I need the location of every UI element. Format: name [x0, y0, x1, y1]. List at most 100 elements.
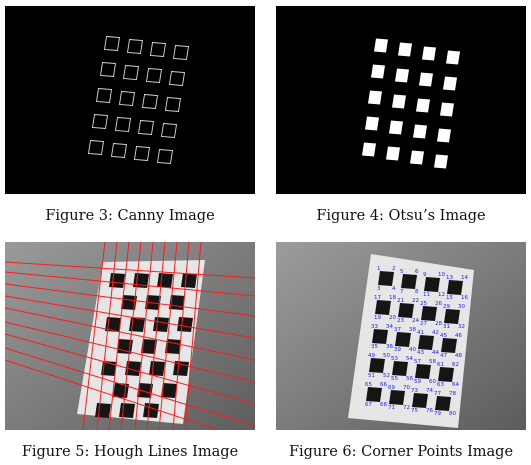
hough-black-square — [157, 273, 173, 288]
hough-black-square — [177, 317, 193, 332]
canny-square-edge — [145, 68, 163, 83]
hough-black-square — [181, 273, 197, 288]
canny-square-edge — [168, 71, 186, 86]
corner-point-label: 68 — [380, 402, 387, 408]
hough-line — [5, 271, 255, 297]
corner-point-label: 15 — [446, 295, 453, 301]
corner-black-square — [366, 387, 382, 402]
corner-point-label: 69 — [388, 385, 395, 391]
hough-line — [5, 261, 255, 279]
figure-hough-image — [5, 242, 255, 430]
hough-lines-image — [5, 242, 255, 430]
hough-black-square — [149, 361, 165, 376]
otsu-white-square — [437, 128, 451, 143]
corner-black-square — [438, 367, 454, 382]
corner-black-square — [435, 396, 451, 411]
corner-point-label: 52 — [383, 373, 390, 379]
corner-point-label: 53 — [391, 356, 398, 362]
canny-square-edge — [110, 143, 128, 158]
hough-black-square — [153, 317, 169, 332]
corner-point-label: 65 — [365, 382, 372, 388]
corner-black-square — [444, 309, 460, 324]
corner-point-label: 63 — [437, 382, 444, 388]
corner-point-label: 28 — [435, 321, 442, 327]
corner-point-label: 41 — [417, 330, 424, 336]
hough-black-square — [119, 403, 135, 418]
otsu-white-square — [365, 116, 379, 131]
canny-edge-image — [5, 6, 255, 194]
corner-point-label: 80 — [449, 411, 456, 417]
corner-point-label: 18 — [389, 295, 396, 301]
hough-line — [146, 242, 166, 430]
corner-point-label: 78 — [449, 391, 456, 397]
corner-black-square — [447, 280, 463, 295]
corner-point-label: 23 — [397, 318, 404, 324]
otsu-white-square — [434, 154, 448, 169]
canny-square-edge — [172, 45, 190, 60]
corner-point-label: 1 — [377, 266, 381, 272]
otsu-white-square — [389, 120, 403, 135]
corner-point-label: 24 — [412, 318, 419, 324]
canny-square-edge — [122, 65, 140, 80]
canny-square-edge — [95, 88, 113, 103]
canny-square-edge — [118, 91, 136, 106]
corner-point-label: 77 — [434, 391, 441, 397]
corner-point-label: 64 — [452, 382, 459, 388]
corner-black-square — [372, 329, 388, 344]
canny-square-edge — [164, 97, 182, 112]
hough-black-square — [121, 295, 137, 310]
hough-line — [5, 347, 255, 427]
corner-point-label: 38 — [409, 327, 416, 333]
corner-point-label: 4 — [392, 286, 396, 292]
otsu-white-square — [416, 98, 430, 113]
canny-square-edge — [126, 39, 144, 54]
otsu-white-square — [362, 142, 376, 157]
otsu-white-square — [395, 68, 409, 83]
otsu-white-square — [398, 42, 412, 57]
corner-point-label: 6 — [415, 269, 419, 275]
corner-point-label: 74 — [426, 388, 433, 394]
hough-line — [5, 307, 255, 361]
corner-point-label: 19 — [374, 315, 381, 321]
corner-point-label: 12 — [438, 292, 445, 298]
corner-paper — [348, 254, 474, 428]
corner-point-label: 60 — [429, 379, 436, 385]
corner-point-label: 45 — [440, 333, 447, 339]
corner-black-square — [369, 358, 385, 373]
corner-point-label: 22 — [412, 298, 419, 304]
hough-black-square — [95, 403, 111, 418]
hough-line — [96, 242, 118, 430]
hough-line — [5, 321, 255, 383]
corner-point-label: 32 — [458, 324, 465, 330]
corner-point-label: 7 — [400, 289, 404, 295]
corner-point-label: 55 — [391, 376, 398, 382]
corner-black-square — [421, 306, 437, 321]
otsu-white-square — [386, 146, 400, 161]
otsu-white-square — [413, 124, 427, 139]
corner-point-label: 5 — [400, 269, 404, 275]
corner-point-label: 72 — [403, 405, 410, 411]
corner-point-label: 40 — [409, 347, 416, 353]
otsu-white-square — [446, 50, 460, 65]
figure-3-caption: Figure 3: Canny Image — [45, 208, 215, 224]
corner-point-label: 67 — [365, 402, 372, 408]
hough-black-square — [161, 383, 177, 398]
corner-black-square — [392, 361, 408, 376]
corner-point-label: 73 — [411, 388, 418, 394]
hough-line — [5, 283, 255, 317]
corner-point-label: 37 — [394, 327, 401, 333]
canny-square-edge — [149, 42, 167, 57]
corner-point-label: 25 — [420, 301, 427, 307]
corner-point-label: 71 — [388, 405, 395, 411]
hough-line — [108, 242, 130, 430]
corner-point-label: 44 — [432, 350, 439, 356]
corner-point-label: 27 — [420, 321, 427, 327]
canny-square-edge — [156, 149, 174, 164]
corner-point-label: 31 — [443, 324, 450, 330]
hough-line — [82, 242, 106, 430]
corner-point-label: 2 — [392, 266, 396, 272]
corner-point-label: 66 — [380, 382, 387, 388]
otsu-white-square — [392, 94, 406, 109]
